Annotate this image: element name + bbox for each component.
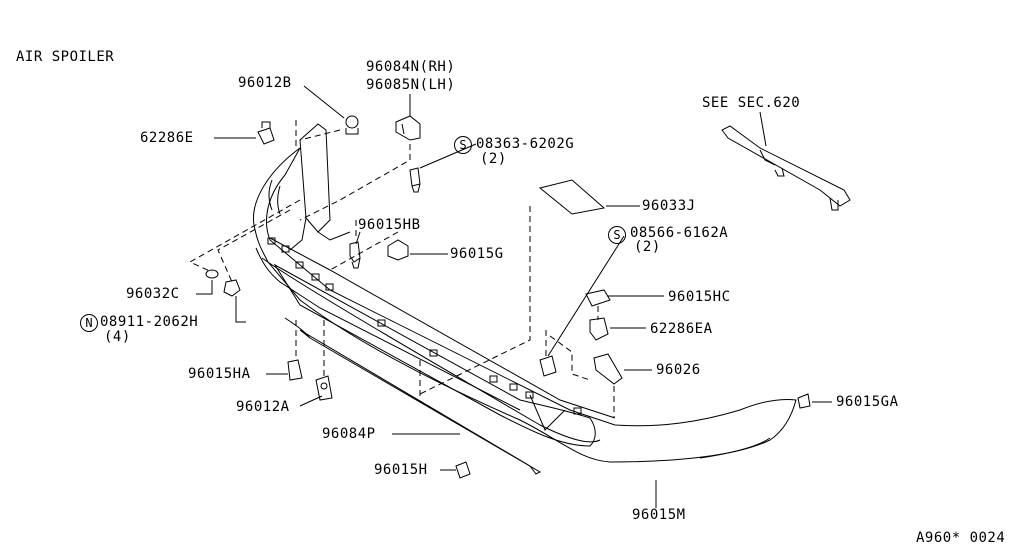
label-96015HA: 96015HA xyxy=(188,366,251,382)
label-08911-qty: (4) xyxy=(104,329,131,345)
label-96032C: 96032C xyxy=(126,286,180,302)
spoiler-body xyxy=(253,147,797,463)
screw-symbol-icon: S xyxy=(454,136,472,154)
nut-symbol-icon: N xyxy=(80,314,98,332)
label-08566-qty: (2) xyxy=(634,239,661,255)
label-96084N: 96084N(RH) xyxy=(366,59,456,75)
left-bracket xyxy=(299,123,331,233)
reinforcement xyxy=(721,125,851,207)
label-96015GA: 96015GA xyxy=(836,394,899,410)
label-08911: 08911-2062H xyxy=(100,314,199,330)
label-96015G: 96015G xyxy=(450,246,504,262)
label-96084P: 96084P xyxy=(322,426,376,442)
label-96085N: 96085N(LH) xyxy=(366,77,456,93)
label-08363-qty: (2) xyxy=(480,151,507,167)
label-96015H: 96015H xyxy=(374,462,428,478)
label-see-sec: SEE SEC.620 xyxy=(702,95,801,111)
label-96015M: 96015M xyxy=(632,507,686,523)
label-96033J: 96033J xyxy=(642,198,696,214)
label-96015HC: 96015HC xyxy=(668,289,731,305)
label-96012A: 96012A xyxy=(236,399,290,415)
screw-symbol-icon: S xyxy=(608,226,626,244)
label-62286E: 62286E xyxy=(140,130,194,146)
diagram-code: A960* 0024 xyxy=(916,530,1006,546)
diagram-title: AIR SPOILER xyxy=(16,49,115,65)
label-96026: 96026 xyxy=(656,362,701,378)
label-08566: 08566-6162A xyxy=(630,225,729,241)
label-96012B: 96012B xyxy=(238,75,292,91)
label-96015HB: 96015HB xyxy=(358,217,421,233)
label-08363: 08363-6202G xyxy=(476,136,575,152)
label-62286EA: 62286EA xyxy=(650,321,713,337)
